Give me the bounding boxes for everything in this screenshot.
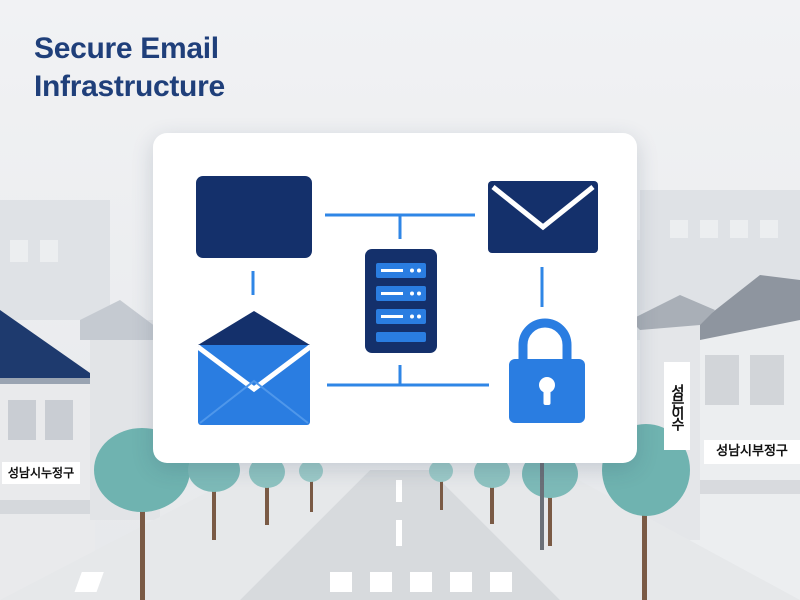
title-line-2: Infrastructure	[34, 70, 225, 103]
envelope-icon	[488, 181, 598, 253]
page-title: Secure Email Infrastructure	[34, 30, 225, 106]
infrastructure-diagram	[196, 176, 598, 425]
street-sign-right: 성남시부정구	[704, 440, 800, 464]
server-icon	[365, 249, 437, 353]
diagram-card	[153, 133, 637, 463]
connector-lines	[251, 213, 544, 387]
street-sign-left: 성남시누정구	[2, 462, 80, 484]
crosswalk	[74, 572, 512, 592]
title-line-1: Secure Email	[34, 32, 219, 65]
lock-icon	[509, 318, 585, 423]
street-sign-vertical: 성믄이수	[664, 362, 690, 450]
monitor-icon	[196, 176, 312, 258]
open-envelope-icon	[196, 311, 312, 425]
